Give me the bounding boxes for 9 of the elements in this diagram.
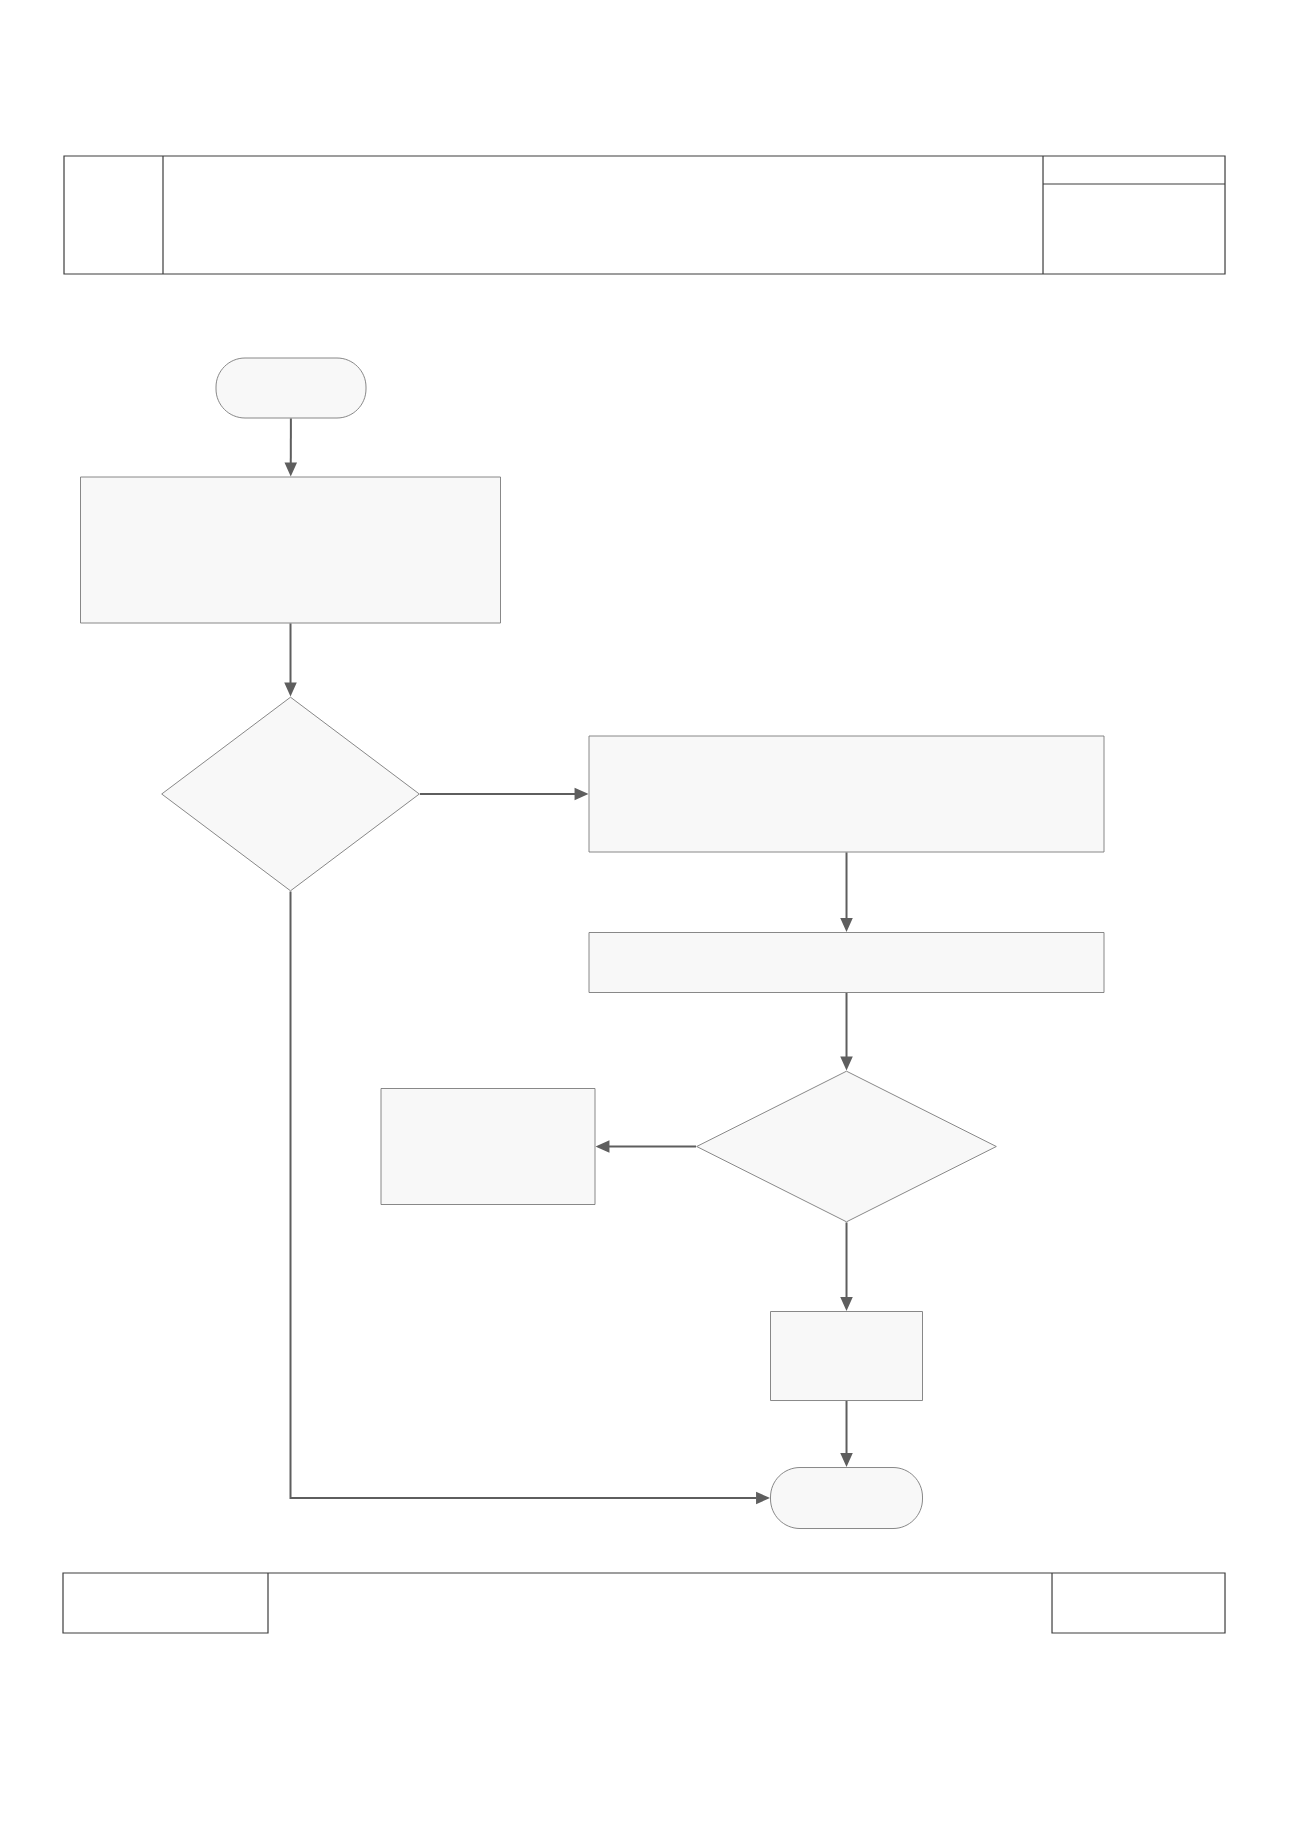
- process-box: [80, 476, 501, 624]
- decision-diamond: [161, 696, 420, 892]
- terminator-shape: [770, 1467, 923, 1529]
- process-box: [588, 735, 1105, 853]
- process-box: [770, 1311, 923, 1401]
- decision-diamond: [696, 1070, 997, 1223]
- terminator-shape: [215, 357, 367, 419]
- process-box: [588, 932, 1105, 993]
- process-box: [380, 1088, 596, 1205]
